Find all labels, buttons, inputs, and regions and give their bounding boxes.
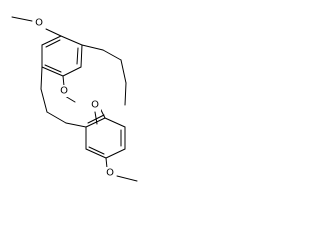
atom-o-methoxy-centre-upper-bg [58, 85, 70, 97]
bond-ring1-b-inner [76, 47, 79, 65]
bond-ring2-e-inner [88, 146, 105, 155]
atom-o-methoxy-bottom-right: O [104, 167, 116, 179]
bond-ring1-a [60, 35, 83, 46]
bond-bridge-right-3 [120, 59, 127, 84]
bond-bridge-left-3 [46, 111, 67, 124]
bond-ring2-a [85, 117, 106, 128]
bond-bridge-right-2 [102, 49, 122, 61]
bond-ring1-f-inner [45, 39, 61, 48]
bond-bridge-right-1 [81, 44, 104, 51]
bond-o1-ring [45, 28, 62, 37]
bond-ring1-f [41, 35, 62, 46]
bond-me1-o1 [11, 16, 33, 22]
atom-o-methoxy-bottom-right-bg [104, 167, 116, 179]
atom-o-methoxy-top-left-label: O [35, 18, 43, 29]
atom-o-methoxy-bottom-right-label: O [106, 168, 114, 179]
structure-canvas: O O O O [11, 16, 138, 182]
atom-o-methoxy-centre-lower-bg [89, 99, 101, 111]
bond-ring2-d [105, 148, 126, 159]
bond-bridge-left-1 [40, 66, 43, 90]
bond-ring1-o2 [62, 75, 65, 87]
atom-o-methoxy-centre-upper: O [58, 85, 70, 97]
bond-ring1-b [80, 44, 83, 68]
bond-bridge-right-4 [124, 82, 127, 106]
atom-o-methoxy-centre-upper-label: O [60, 86, 68, 97]
bond-bridge-left-4 [65, 122, 87, 128]
atom-o-methoxy-centre-lower: O [89, 99, 101, 111]
atom-o-methoxy-centre-lower-label: O [91, 100, 99, 111]
bond-ring1-d [41, 66, 64, 77]
atom-o-methoxy-top-left: O [33, 17, 45, 29]
bond-bridge-left-2 [40, 88, 48, 113]
bond-o3-me [94, 111, 98, 125]
atom-o-methoxy-top-left-bg [33, 17, 45, 29]
bond-o4-me [116, 175, 138, 182]
bond-ring1-c [62, 66, 82, 77]
bond-ring2-o4 [105, 157, 108, 169]
bond-ring1-d-inner [44, 64, 62, 73]
bond-layer [11, 16, 138, 182]
atom-layer: O O O O [33, 17, 116, 179]
bond-ring2-b [104, 117, 126, 128]
bond-ring2-e [85, 148, 107, 159]
